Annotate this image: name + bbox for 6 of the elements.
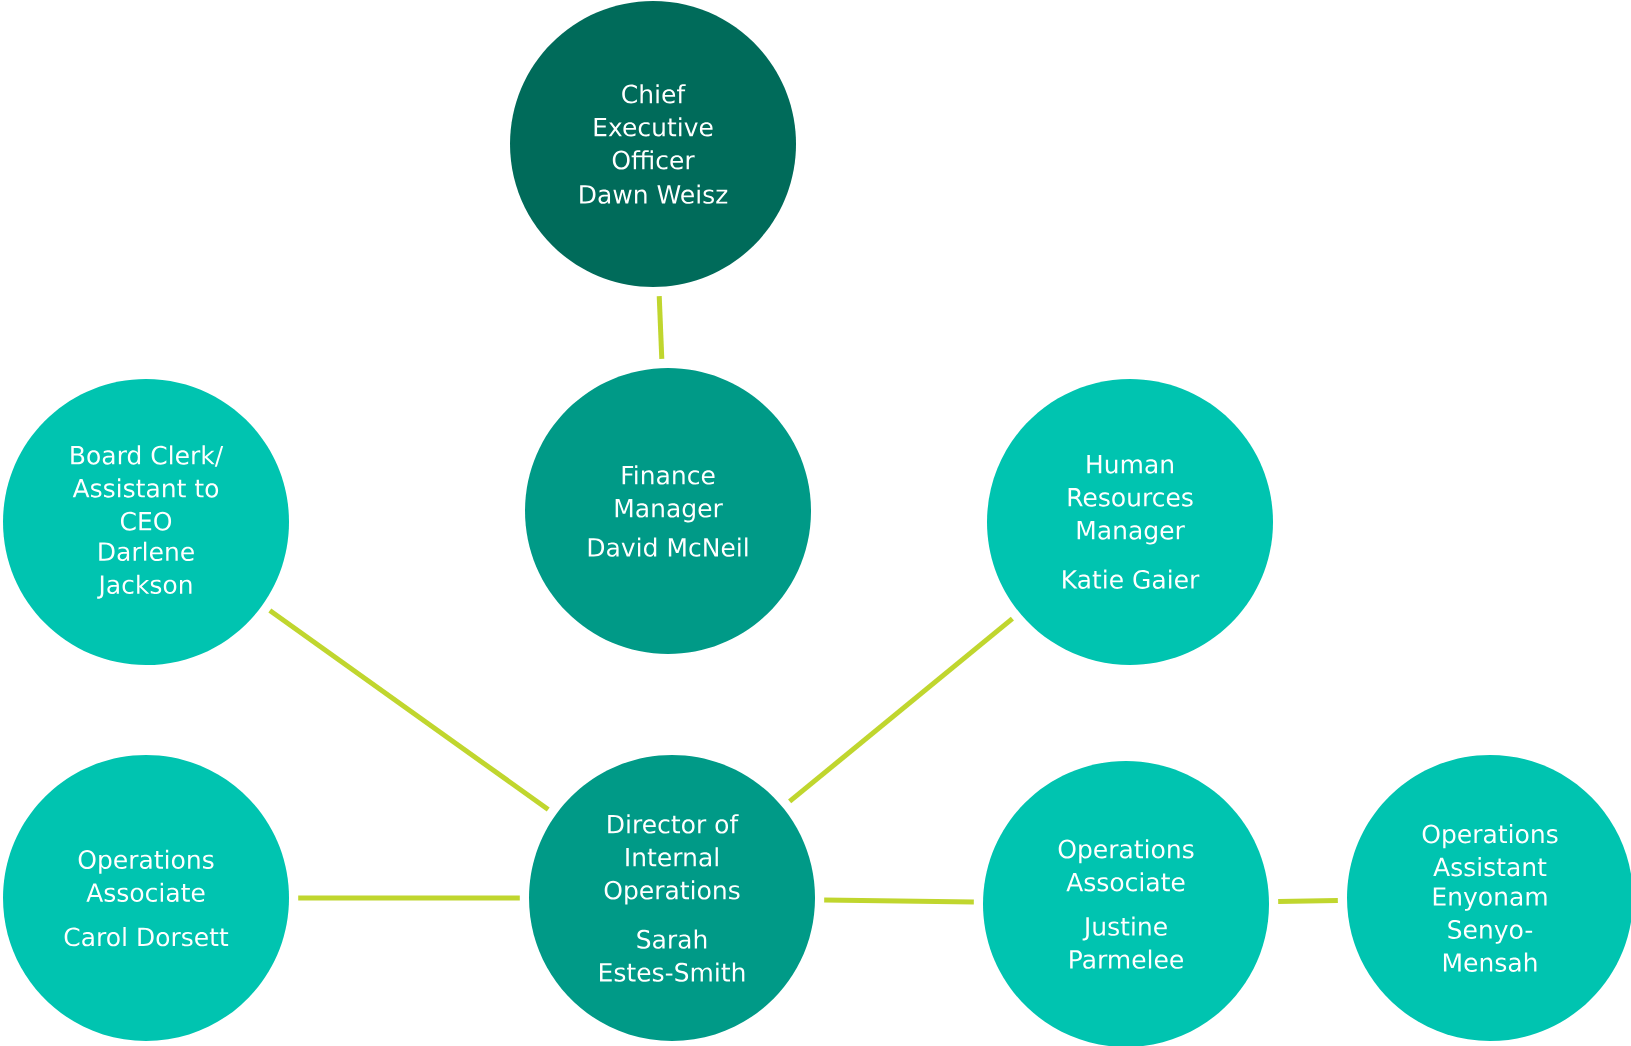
connector-line — [1278, 898, 1338, 904]
connector-line — [824, 897, 974, 905]
connector-line — [268, 608, 550, 812]
connector-line — [788, 616, 1014, 804]
connector-line — [298, 895, 520, 901]
connector-line — [656, 295, 665, 360]
